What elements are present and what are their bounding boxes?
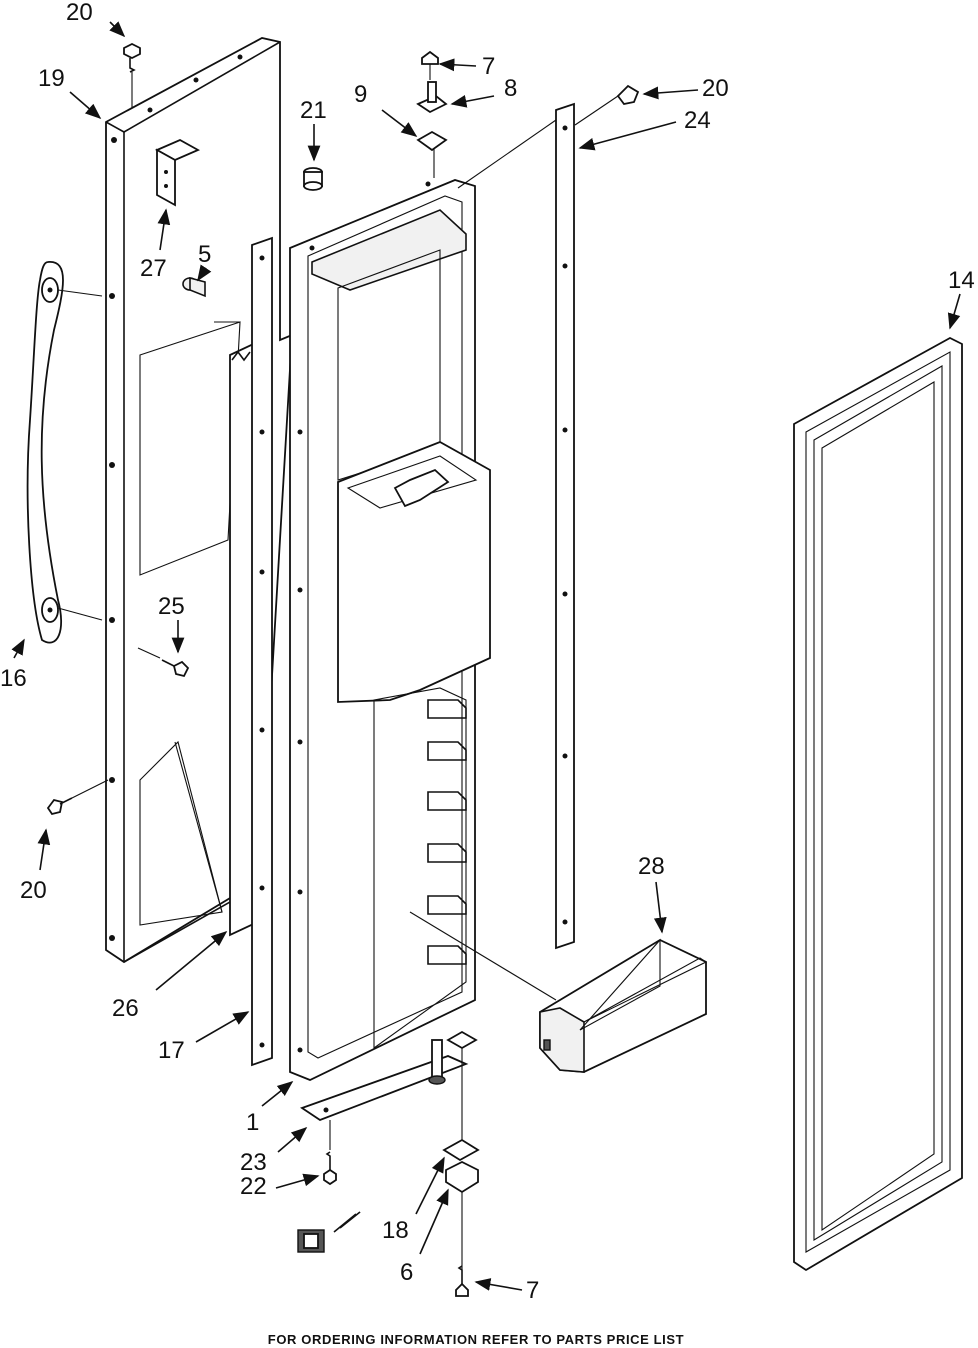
screw-25: [137, 647, 190, 678]
callout-14: 14: [948, 267, 975, 294]
door-bin-part: [539, 938, 708, 1073]
callout-7-bottom: 7: [526, 1277, 539, 1304]
callout-labels: 20 19 27 16 25 20 26 17 21 5 9 7 8 1 23 …: [0, 0, 975, 1304]
callout-6: 6: [400, 1259, 413, 1286]
screw-20-left: [46, 779, 109, 816]
callout-18: 18: [382, 1217, 409, 1244]
lower-hinge-parts: [442, 1030, 480, 1297]
footer-note: FOR ORDERING INFORMATION REFER TO PARTS …: [268, 1332, 684, 1347]
callout-25: 25: [158, 593, 185, 620]
upper-hinge-pin-part: [416, 50, 448, 152]
screw-22: [323, 1120, 337, 1186]
door-gasket-part: [793, 336, 963, 1272]
callout-17: 17: [158, 1037, 185, 1064]
callout-1: 1: [246, 1109, 259, 1136]
callout-19: 19: [38, 65, 65, 92]
callout-22: 22: [240, 1173, 267, 1200]
callout-16: 16: [0, 665, 27, 692]
callout-28: 28: [638, 853, 665, 880]
callout-arrows: [11, 21, 961, 1291]
shelf-rails: [427, 699, 467, 965]
assembly-lines: [174, 119, 557, 1140]
wire-harness-part: [297, 1039, 458, 1253]
callout-24: 24: [684, 107, 711, 134]
callout-21: 21: [300, 97, 327, 124]
hinge-bracket-part: [154, 138, 201, 207]
callout-27: 27: [140, 255, 167, 282]
top-plug-part: [303, 167, 323, 191]
screw-20-right: [574, 84, 640, 126]
callout-23: 23: [240, 1149, 267, 1176]
door-handle-part: [26, 261, 103, 644]
callout-20-top: 20: [66, 0, 93, 26]
callout-20-right: 20: [702, 75, 729, 102]
callout-26: 26: [112, 995, 139, 1022]
callout-8: 8: [504, 75, 517, 102]
screw-20-top: [123, 42, 141, 108]
left-trim-strip-part: [251, 236, 273, 1067]
callout-5: 5: [198, 241, 211, 268]
callout-9: 9: [354, 81, 367, 108]
callout-7-top: 7: [482, 53, 495, 80]
inner-door-liner-part: [289, 179, 491, 1081]
right-trim-strip-part: [555, 102, 575, 950]
callout-20-left: 20: [20, 877, 47, 904]
lower-hinge-bracket-part: [300, 1055, 469, 1122]
